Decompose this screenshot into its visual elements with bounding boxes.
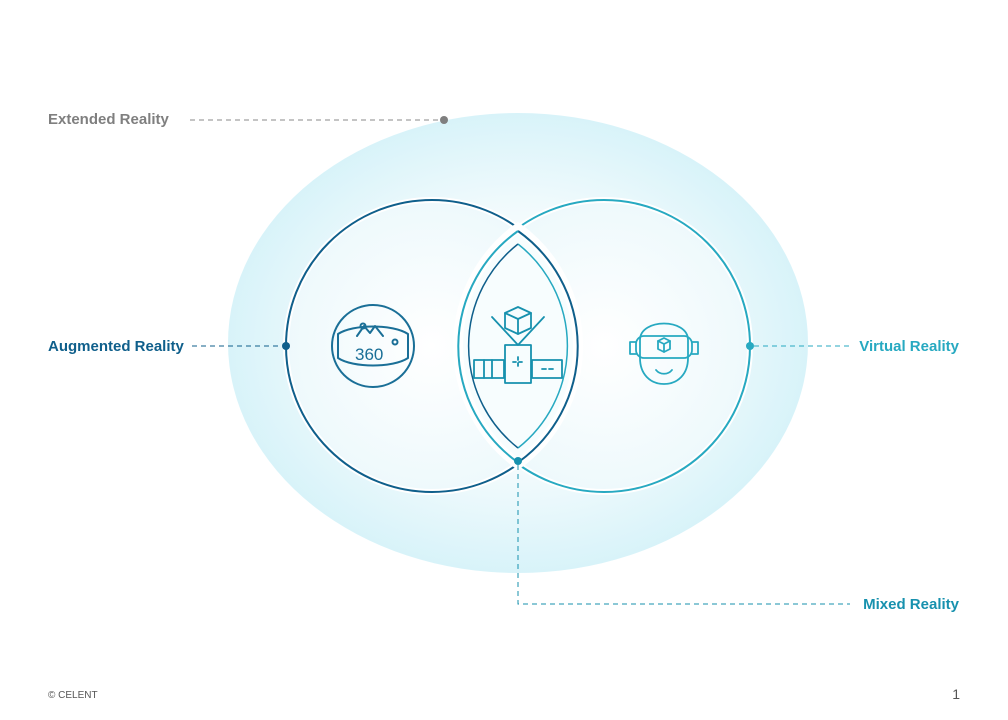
- virtual-reality-dot: [746, 342, 754, 350]
- 360-viewer-icon: 360: [331, 304, 415, 388]
- vr-headset-icon: [629, 322, 699, 385]
- mixed-reality-dot: [514, 457, 522, 465]
- virtual-reality-label: Virtual Reality: [859, 338, 959, 355]
- ar-icon-360-text: 360: [355, 345, 383, 364]
- extended-reality-dot: [440, 116, 448, 124]
- augmented-reality-label: Augmented Reality: [48, 338, 184, 355]
- extended-reality-label: Extended Reality: [48, 111, 169, 128]
- copyright-notice: © CELENT: [48, 690, 98, 701]
- augmented-reality-dot: [282, 342, 290, 350]
- cube-scanner-icon: [473, 306, 563, 384]
- mixed-reality-label: Mixed Reality: [863, 596, 959, 613]
- page-number: 1: [952, 686, 960, 702]
